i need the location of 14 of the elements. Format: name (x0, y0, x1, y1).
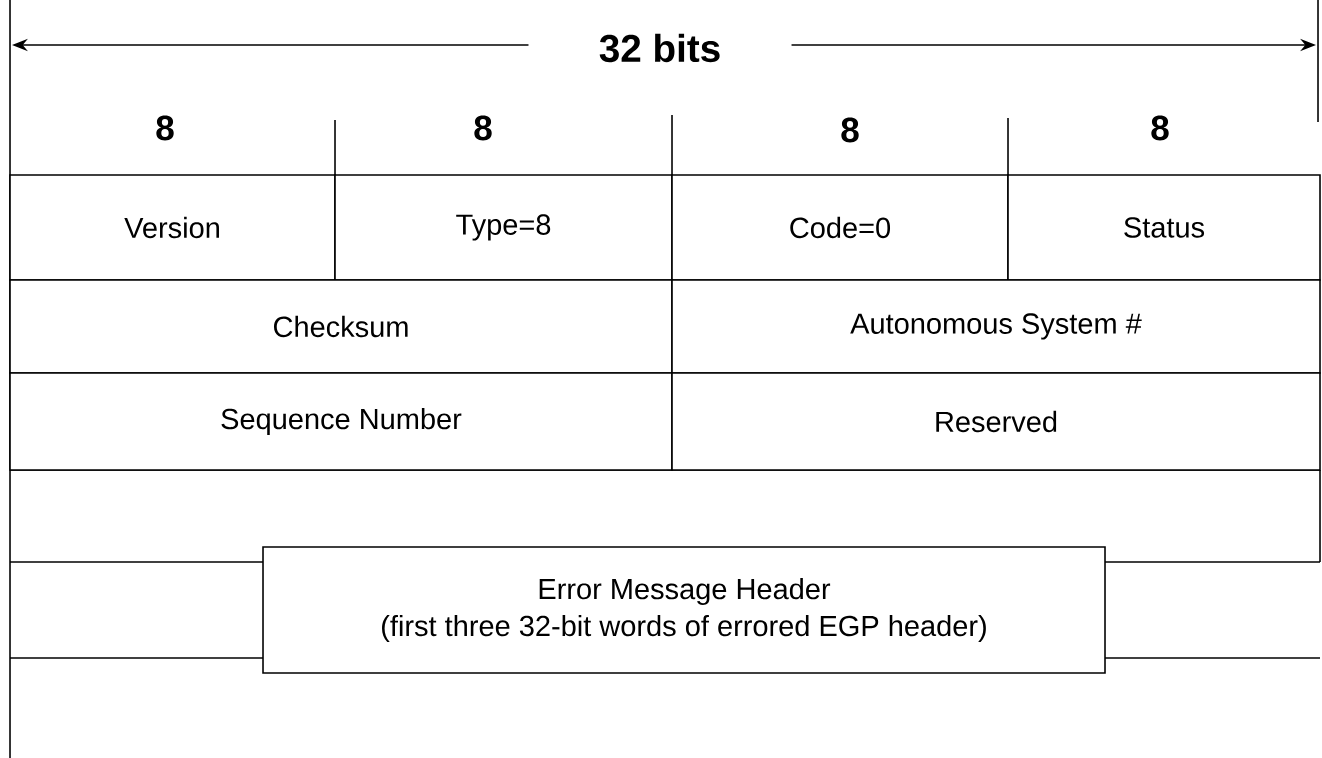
field-cell: Type=8 (334, 174, 673, 281)
bit-width-label: 8 (841, 117, 859, 143)
field-cell: Checksum (9, 279, 673, 374)
field-cell: Reserved (671, 372, 1321, 471)
bit-width-label: 8 (1151, 115, 1169, 141)
field-cell: Sequence Number (9, 372, 673, 471)
field-cell: Code=0 (671, 174, 1009, 281)
field-cell: Status (1007, 174, 1321, 281)
dimension-label: 32 bits (528, 27, 792, 69)
field-cell: Autonomous System # (671, 279, 1321, 374)
bit-width-label: 8 (474, 115, 492, 141)
field-cell: Version (9, 174, 336, 281)
bit-width-label: 8 (156, 115, 174, 141)
header-box: Error Message Header (first three 32-bit words of errored EGP header) (262, 546, 1106, 674)
